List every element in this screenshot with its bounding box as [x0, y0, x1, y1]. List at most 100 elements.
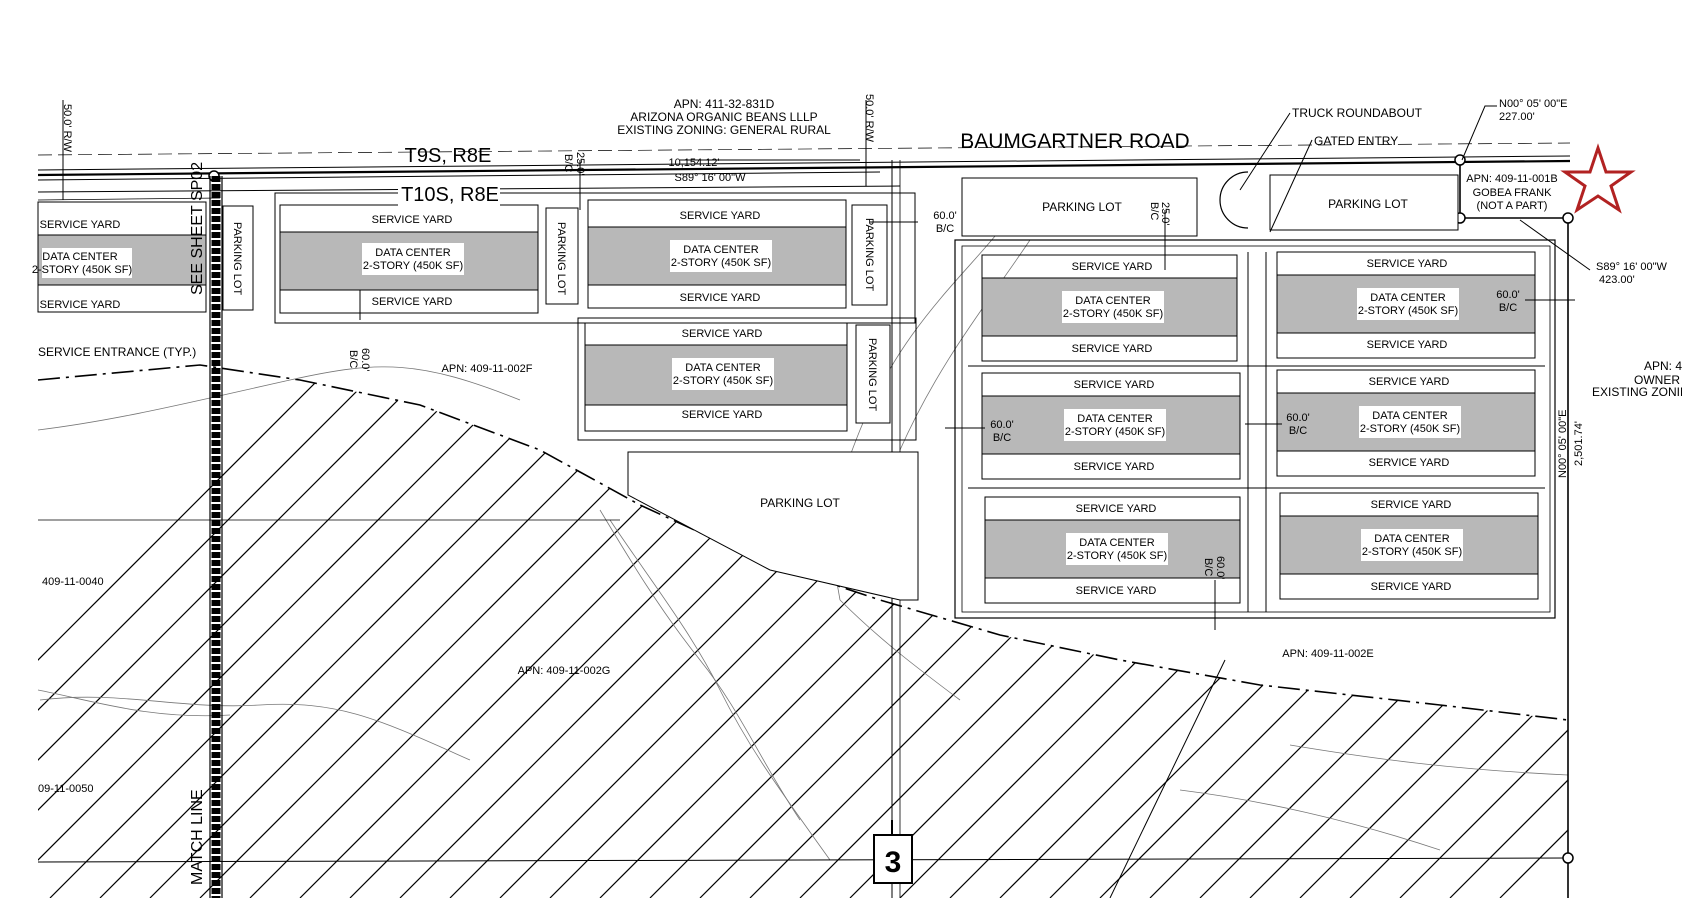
bc-60-d: 60.0' — [1286, 412, 1310, 424]
data-center: DATA CENTER — [1370, 292, 1445, 304]
data-center: DATA CENTER — [685, 362, 760, 374]
north-apn: APN: 411-32-831D — [674, 97, 775, 111]
see-sheet-label: SEE SHEET SP02 — [189, 162, 206, 295]
service-yard: SERVICE YARD — [682, 328, 763, 340]
north-owner: ARIZONA ORGANIC BEANS LLLP — [630, 110, 817, 124]
data-center-size: 2-STORY (450K SF) — [1360, 423, 1460, 435]
parking-lot-northeast[interactable] — [1269, 174, 1459, 231]
rw-left: 50.0' R/W — [61, 104, 73, 153]
parking-lot-north[interactable] — [961, 177, 1198, 237]
east-bearing: N00° 05' 00"E — [1557, 409, 1569, 478]
service-yard: SERVICE YARD — [1074, 379, 1155, 391]
star-icon — [1560, 143, 1636, 214]
sheet-number: 3 — [885, 846, 902, 879]
service-yard: SERVICE YARD — [1072, 343, 1153, 355]
service-yard: SERVICE YARD — [40, 299, 121, 311]
east-distance: 2,501.74' — [1573, 421, 1585, 466]
parking-lot-label: PARKING LOT — [866, 338, 878, 411]
bc-vert-b: B/C — [1202, 558, 1214, 576]
parking-lot-label: PARKING LOT — [1042, 200, 1122, 214]
e-distance: 423.00' — [1599, 274, 1635, 286]
service-yard: SERVICE YARD — [1371, 499, 1452, 511]
parking-lot-label: PARKING LOT — [231, 222, 243, 295]
service-yard: SERVICE YARD — [682, 409, 763, 421]
service-entrance-label: SERVICE ENTRANCE (TYP.) — [38, 345, 196, 359]
control-point — [1454, 154, 1466, 166]
service-yard: SERVICE YARD — [1074, 461, 1155, 473]
road-length: 10,154.12' — [668, 157, 719, 169]
parking-lot-label: PARKING LOT — [863, 218, 875, 291]
apn-002e: APN: 409-11-002E — [1282, 648, 1374, 660]
service-yard: SERVICE YARD — [680, 210, 761, 222]
ne-note: (NOT A PART) — [1477, 200, 1548, 212]
data-center: DATA CENTER — [683, 244, 758, 256]
service-yard: SERVICE YARD — [372, 214, 453, 226]
data-center-size: 2-STORY (450K SF) — [1362, 546, 1462, 558]
data-center-size: 2-STORY (450K SF) — [673, 375, 773, 387]
service-yard: SERVICE YARD — [1369, 376, 1450, 388]
data-center: DATA CENTER — [42, 251, 117, 263]
rw-mid: 50.0' R/W — [863, 94, 875, 143]
north-zoning: EXISTING ZONING: GENERAL RURAL — [617, 123, 831, 137]
data-center-size: 2-STORY (450K SF) — [671, 257, 771, 269]
ne-bearing: N00° 05' 00"E — [1499, 98, 1568, 110]
data-center-size: 2-STORY (450K SF) — [1065, 426, 1165, 438]
apn-002f: APN: 409-11-002F — [442, 363, 533, 375]
bc-60-a: 60.0' — [933, 210, 957, 222]
service-yard: SERVICE YARD — [680, 292, 761, 304]
bc-right: B/C — [1148, 202, 1160, 220]
gated-entry-label: GATED ENTRY — [1314, 134, 1398, 148]
data-center-size: 2-STORY (450K SF) — [1063, 308, 1163, 320]
data-center: DATA CENTER — [375, 247, 450, 259]
east-apn: APN: 40 — [1644, 359, 1682, 373]
truck-roundabout[interactable] — [1219, 171, 1249, 229]
bc-b: B/C — [1499, 302, 1517, 314]
data-center-size: 2-STORY (450K SF) — [1067, 550, 1167, 562]
service-yard: SERVICE YARD — [1076, 503, 1157, 515]
bc-60-vert-a: 60.0' — [359, 348, 371, 372]
ne-distance: 227.00' — [1499, 111, 1535, 123]
control-point — [1562, 212, 1574, 224]
data-center: DATA CENTER — [1374, 533, 1449, 545]
east-campus[interactable] — [954, 239, 1556, 619]
leader-lines — [62, 100, 1591, 898]
building-block-b[interactable] — [577, 317, 917, 441]
bearing-top: S89° 16' 00"W — [675, 172, 747, 184]
bc-25-left: 25.0' — [574, 152, 586, 176]
data-center: DATA CENTER — [1372, 410, 1447, 422]
road-lines — [37, 142, 1571, 201]
bc-60-vert-b: 60.0' — [1214, 556, 1226, 580]
west-0050: 09-11-0050 — [38, 783, 93, 795]
apn-002g: APN: 409-11-002G — [518, 665, 611, 677]
bc-60-c: 60.0' — [990, 419, 1014, 431]
service-yard: SERVICE YARD — [1072, 261, 1153, 273]
data-center: DATA CENTER — [1075, 295, 1150, 307]
data-center-size: 2-STORY (450K SF) — [1358, 305, 1458, 317]
parking-lot-label: PARKING LOT — [1328, 197, 1408, 211]
service-yard: SERVICE YARD — [40, 219, 121, 231]
service-yard: SERVICE YARD — [372, 296, 453, 308]
data-center-size: 2-STORY (450K SF) — [363, 260, 463, 272]
service-yard: SERVICE YARD — [1367, 258, 1448, 270]
service-yard: SERVICE YARD — [1367, 339, 1448, 351]
parking-lot-south[interactable] — [627, 451, 919, 601]
east-owner: OWNER U — [1634, 373, 1682, 387]
control-point — [1562, 852, 1574, 864]
service-yard: SERVICE YARD — [1076, 585, 1157, 597]
township-south: T10S, R8E — [401, 184, 499, 206]
township-north: T9S, R8E — [405, 145, 492, 167]
bc-d: B/C — [1289, 425, 1307, 437]
ne-apn: APN: 409-11-001B — [1466, 173, 1558, 185]
bc-a: B/C — [936, 223, 954, 235]
bc-vert-a: B/C — [347, 350, 359, 368]
bc-25-right: 25.0' — [1159, 202, 1171, 226]
bc-left: B/C — [562, 154, 574, 172]
data-center: DATA CENTER — [1079, 537, 1154, 549]
bc-c: B/C — [993, 432, 1011, 444]
west-0040: 409-11-0040 — [42, 576, 104, 588]
parking-lot-label: PARKING LOT — [555, 222, 567, 295]
service-yard: SERVICE YARD — [1371, 581, 1452, 593]
truck-roundabout-label: TRUCK ROUNDABOUT — [1292, 106, 1423, 120]
match-line-label: MATCH LINE — [189, 789, 206, 885]
